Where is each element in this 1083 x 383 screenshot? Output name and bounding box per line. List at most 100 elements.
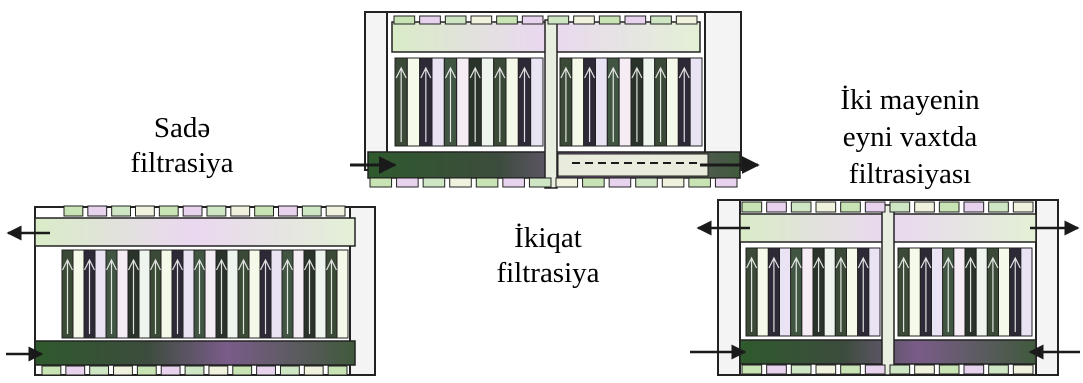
right-end-plate — [705, 12, 741, 170]
press-tooth — [625, 16, 646, 24]
press-tooth — [989, 365, 1009, 374]
press-tooth — [64, 206, 83, 216]
filter-plate-light — [572, 58, 584, 146]
filter-plate-light — [531, 58, 543, 146]
right-end-plate — [1036, 200, 1058, 375]
press-tooth — [651, 16, 672, 24]
plates-left — [395, 58, 543, 146]
filter-plate-light — [506, 58, 518, 146]
simultaneous-filtration-press — [690, 200, 1080, 375]
press-tooth — [370, 178, 392, 187]
press-tooth — [209, 366, 228, 375]
press-tooth — [497, 16, 518, 24]
press-tooth — [185, 366, 204, 375]
plates-right — [560, 58, 702, 146]
filter-plate-light — [824, 248, 835, 336]
press-tooth — [767, 365, 787, 374]
center-divider — [545, 20, 557, 188]
press-tooth — [915, 365, 935, 374]
press-tooth — [676, 16, 697, 24]
press-tooth — [233, 366, 252, 375]
press-tooth — [742, 202, 762, 212]
filter-plate-light — [315, 250, 326, 338]
label-simple-line-1: Sadə — [154, 112, 210, 144]
press-tooth — [865, 365, 885, 374]
filter-plate-light — [407, 58, 419, 146]
filter-plate-light — [596, 58, 608, 146]
press-tooth — [636, 178, 658, 187]
press-tooth — [1013, 202, 1033, 212]
press-tooth — [42, 366, 61, 375]
press-tooth — [476, 178, 498, 187]
press-tooth — [890, 202, 910, 212]
bottom-channel — [35, 341, 355, 365]
filter-plate-light — [909, 248, 920, 336]
press-tooth — [302, 206, 321, 216]
press-tooth — [915, 202, 935, 212]
press-tooth — [890, 365, 910, 374]
filter-plate-light — [802, 248, 813, 336]
press-tooth — [529, 178, 551, 187]
filter-plate-light — [667, 58, 679, 146]
press-tooth — [183, 206, 202, 216]
press-tooth — [865, 202, 885, 212]
filter-plate-light — [690, 58, 702, 146]
press-tooth — [816, 365, 836, 374]
press-tooth — [326, 206, 345, 216]
filter-plate-light — [249, 250, 260, 338]
label-simultaneous-line-2: eyni vaxtda — [843, 121, 978, 153]
press-tooth — [964, 202, 984, 212]
press-tooth — [689, 178, 711, 187]
press-tooth — [257, 366, 276, 375]
press-tooth — [548, 16, 569, 24]
press-tooth — [816, 202, 836, 212]
filter-plate-light — [999, 248, 1010, 336]
press-tooth — [450, 178, 472, 187]
filter-plate-light — [227, 250, 238, 338]
filter-plate-light — [643, 58, 655, 146]
press-tooth — [423, 178, 445, 187]
press-tooth — [791, 202, 811, 212]
center-divider — [882, 205, 894, 375]
press-tooth — [939, 202, 959, 212]
press-tooth — [114, 366, 133, 375]
plates-right — [898, 248, 1032, 336]
filter-plate-light — [337, 250, 348, 338]
filter-plate-light — [481, 58, 493, 146]
press-tooth — [420, 16, 441, 24]
filter-plate-light — [780, 248, 791, 336]
press-tooth — [599, 16, 620, 24]
filter-plate-light — [457, 58, 469, 146]
press-tooth — [522, 16, 543, 24]
filter-plate-light — [205, 250, 216, 338]
label-simultaneous-line-3: filtrasiyası — [849, 158, 971, 190]
press-tooth — [66, 366, 85, 375]
bottom-channel-right-light — [558, 154, 708, 176]
filter-plate-light — [117, 250, 128, 338]
press-tooth — [662, 178, 684, 187]
left-end-plate — [365, 12, 387, 170]
filter-plate-light — [95, 250, 106, 338]
press-tooth — [989, 202, 1009, 212]
press-tooth — [939, 365, 959, 374]
plates-left — [746, 248, 880, 336]
filter-plate-light — [619, 58, 631, 146]
filter-plate-light — [432, 58, 444, 146]
left-end-plate — [718, 200, 740, 375]
filter-plate-light — [976, 248, 987, 336]
filter-plate-light — [293, 250, 304, 338]
filter-plate-light — [869, 248, 880, 336]
press-tooth — [715, 178, 737, 187]
press-tooth — [609, 178, 631, 187]
label-simple-line-2: filtrasiya — [130, 147, 233, 179]
filter-plate-light — [954, 248, 965, 336]
press-tooth — [159, 206, 178, 216]
press-tooth — [137, 366, 156, 375]
press-tooth — [161, 366, 180, 375]
press-tooth — [791, 365, 811, 374]
press-tooth — [112, 206, 131, 216]
label-double-line-2: filtrasiya — [496, 257, 599, 289]
label-double-line-1: İkiqat — [514, 222, 582, 254]
press-tooth — [445, 16, 466, 24]
press-tooth — [304, 366, 323, 375]
